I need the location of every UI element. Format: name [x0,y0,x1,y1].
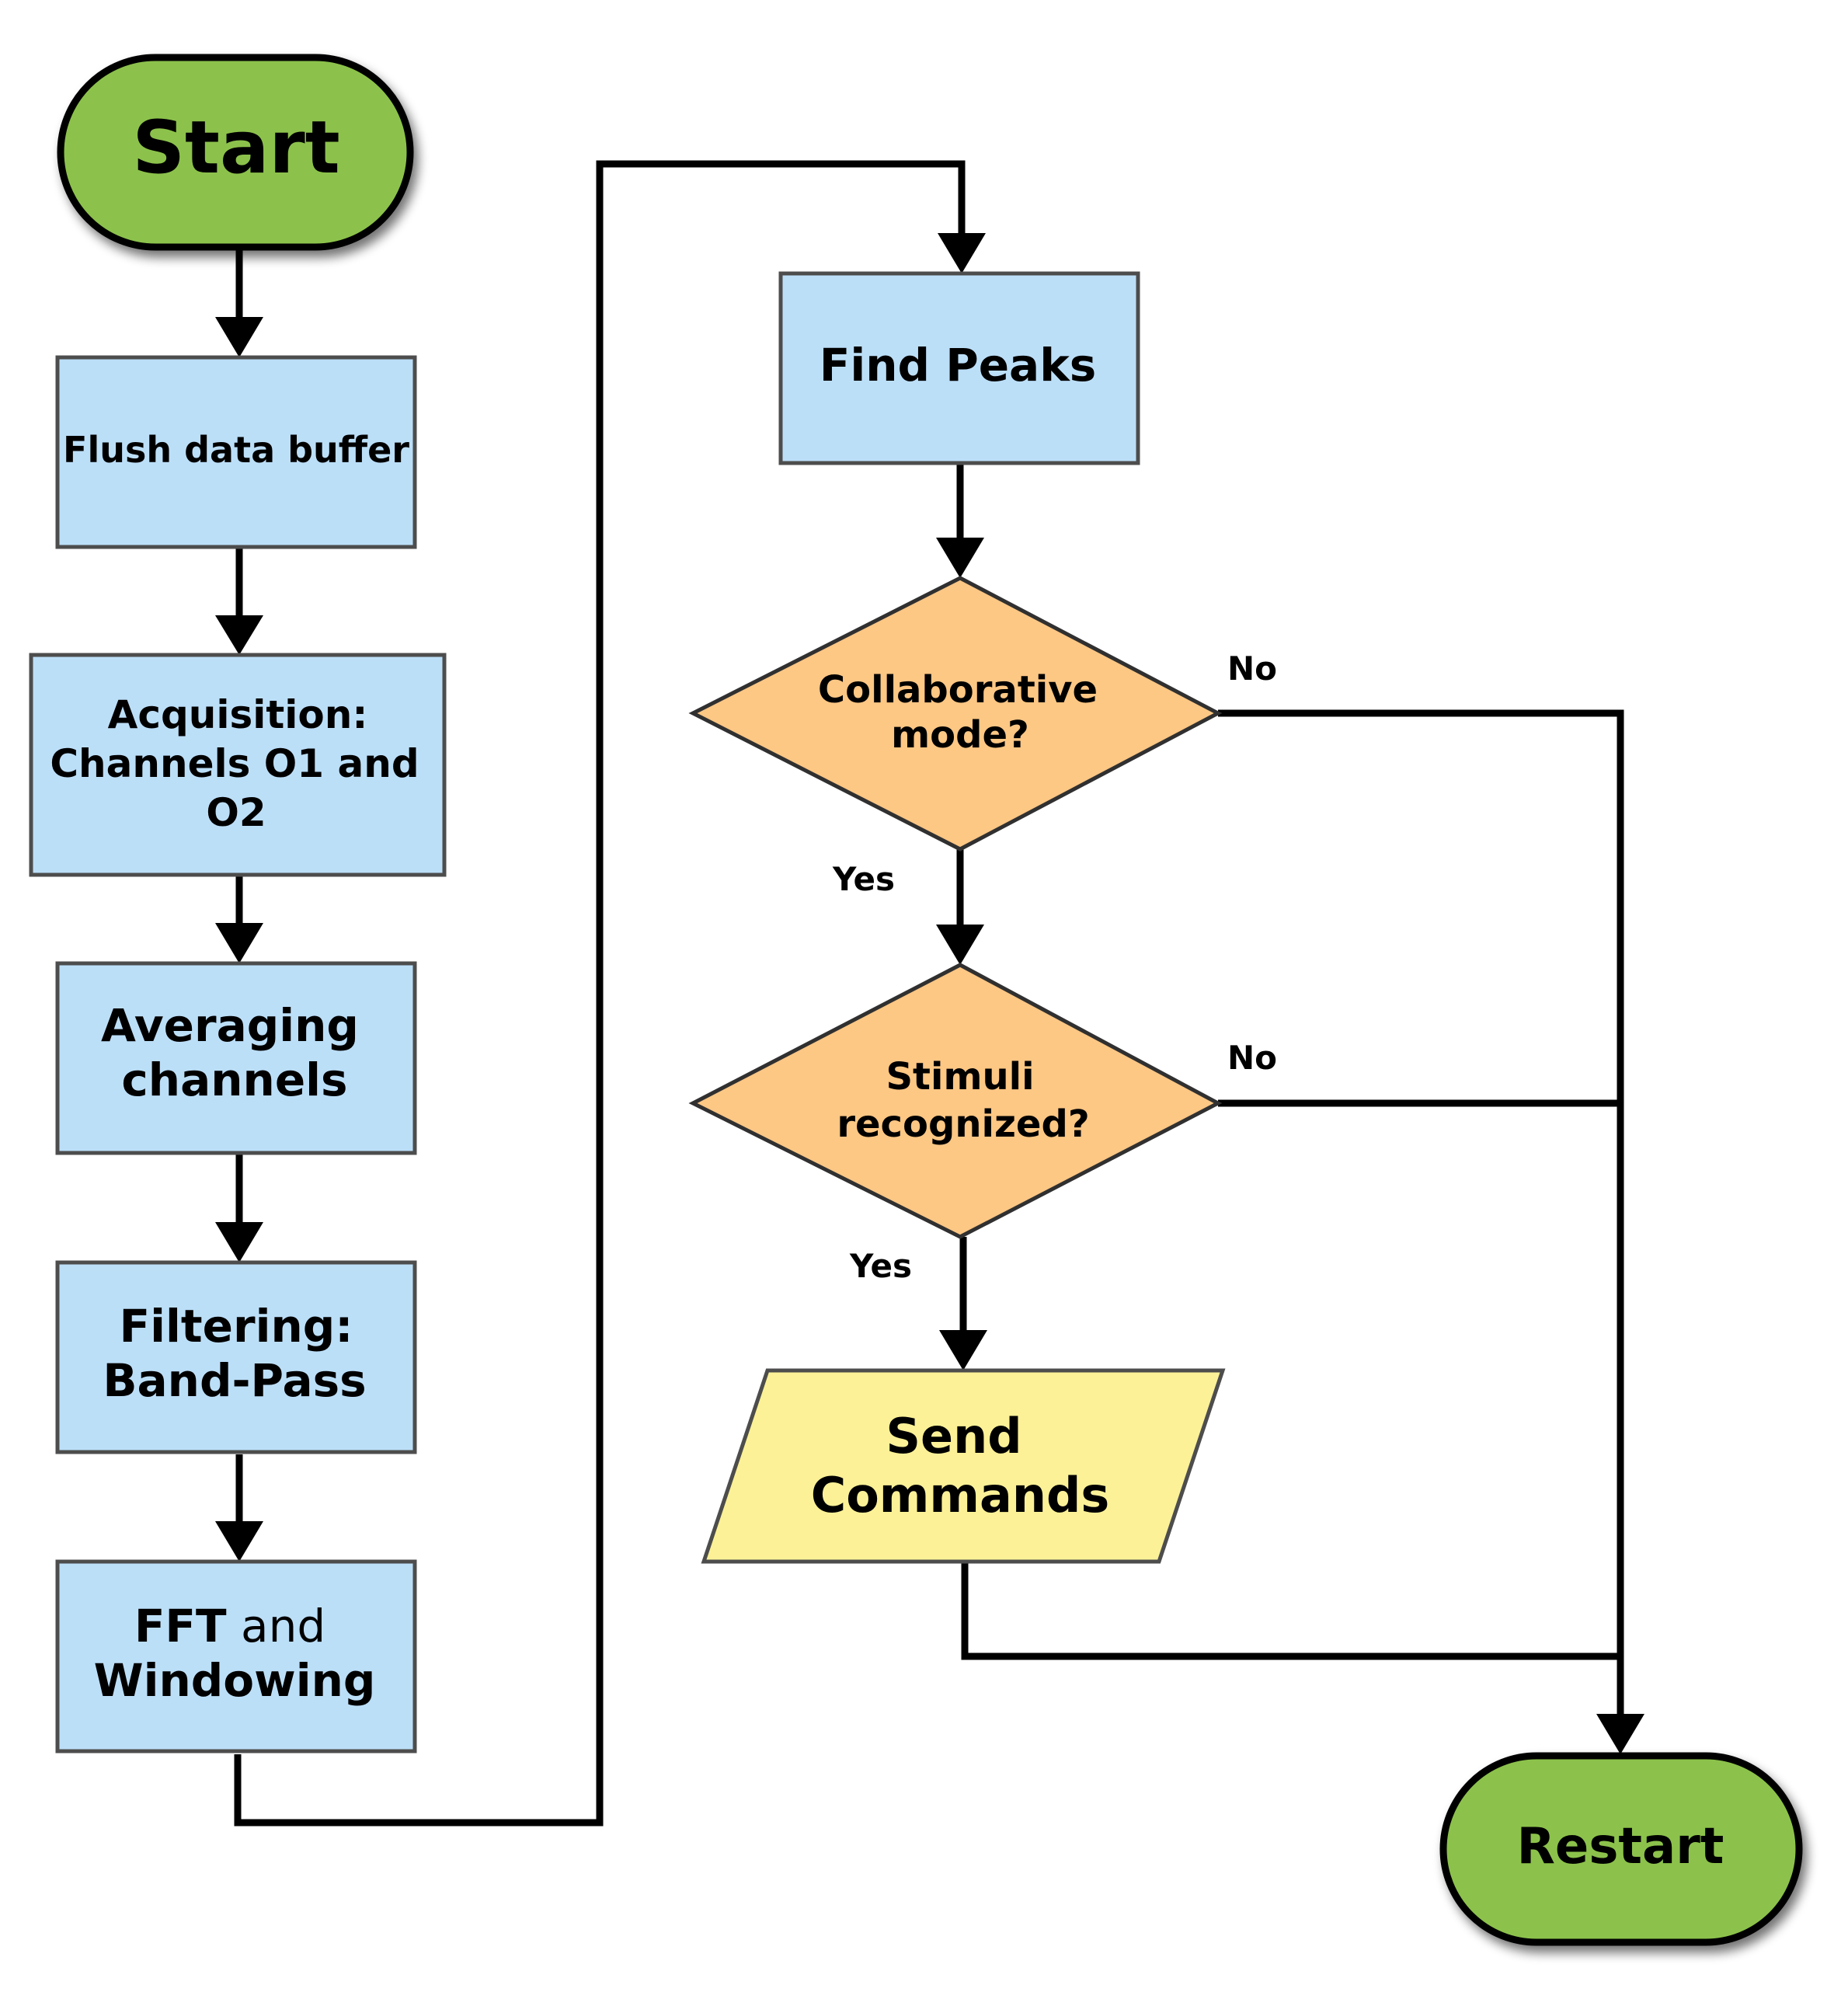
acquisition-label-line1: Acquisition: [108,692,368,737]
collaborative-no-label: No [1227,649,1277,688]
arrowhead-findpeaks [938,233,986,273]
edge-labels: No Yes No Yes [832,649,1277,1285]
findpeaks-box [778,271,1140,465]
acquisition-node: Acquisition: Channels O1 and O2 [29,653,447,877]
arrowhead-restart [1596,1714,1644,1754]
send-label-line2: Commands [811,1467,1110,1524]
flush-node: Flush data buffer [55,355,417,549]
arrowhead-flush [215,317,263,357]
filtering-box [55,1260,417,1454]
fft-label-normal: and [227,1600,326,1652]
averaging-label-line2: channels [121,1053,347,1106]
collaborative-label-line1: Collaborative [818,668,1098,712]
findpeaks-label: Find Peaks [820,339,1097,392]
acquisition-label-line3: O2 [206,790,266,835]
send-label-line1: Send [886,1408,1021,1464]
arrowhead-stimuli [936,925,984,965]
start-node: Start [57,54,414,251]
averaging-box [55,961,417,1155]
start-terminal-shape [57,54,414,251]
findpeaks-node: Find Peaks [778,271,1140,465]
acquisition-label-line2: Channels O1 and [50,741,419,786]
filtering-label-line2: Band-Pass [103,1354,366,1407]
arrowhead-averaging [215,923,263,963]
fft-label-line1: FFT and [134,1600,325,1652]
restart-node: Restart [1439,1752,1803,1946]
fft-box [55,1559,417,1753]
stimuli-yes-label: Yes [849,1247,912,1285]
arrowhead-fft [215,1521,263,1562]
edge-collaborative-no [1218,709,1624,1714]
send-parallelogram [701,1368,1226,1564]
stimuli-node: Stimuli recognized? [688,963,1223,1239]
averaging-node: Averaging channels [55,961,417,1155]
arrowhead-filtering [215,1222,263,1262]
edge-send-restart [961,1562,1620,1660]
arrowhead-collaborative [936,538,984,578]
averaging-label-line1: Averaging [101,999,359,1052]
flush-box [55,355,417,549]
fft-label-line2: Windowing [94,1654,376,1707]
collaborative-diamond [688,576,1223,851]
collaborative-node: Collaborative mode? [688,576,1223,851]
stimuli-label-line1: Stimuli [886,1055,1034,1099]
arrowhead-send [939,1330,987,1370]
edge-fft-findpeaks [234,160,966,1827]
connectors [215,160,1644,1827]
fft-node: FFT and Windowing [55,1559,417,1753]
stimuli-diamond [688,963,1223,1239]
stimuli-label-line2: recognized? [837,1102,1089,1146]
fft-label-bold: FFT [134,1600,227,1652]
filtering-node: Filtering: Band-Pass [55,1260,417,1454]
arrowhead-acquisition [215,615,263,655]
flush-label: Flush data buffer [63,429,409,471]
collaborative-yes-label: Yes [832,860,895,898]
send-node: Send Commands [701,1368,1226,1564]
start-label: Start [132,106,339,190]
acquisition-box [29,653,447,877]
collaborative-label-line2: mode? [891,713,1029,757]
filtering-label-line1: Filtering: [120,1300,353,1353]
stimuli-no-label: No [1227,1039,1277,1077]
restart-label: Restart [1517,1818,1724,1875]
restart-terminal-shape [1439,1752,1803,1946]
